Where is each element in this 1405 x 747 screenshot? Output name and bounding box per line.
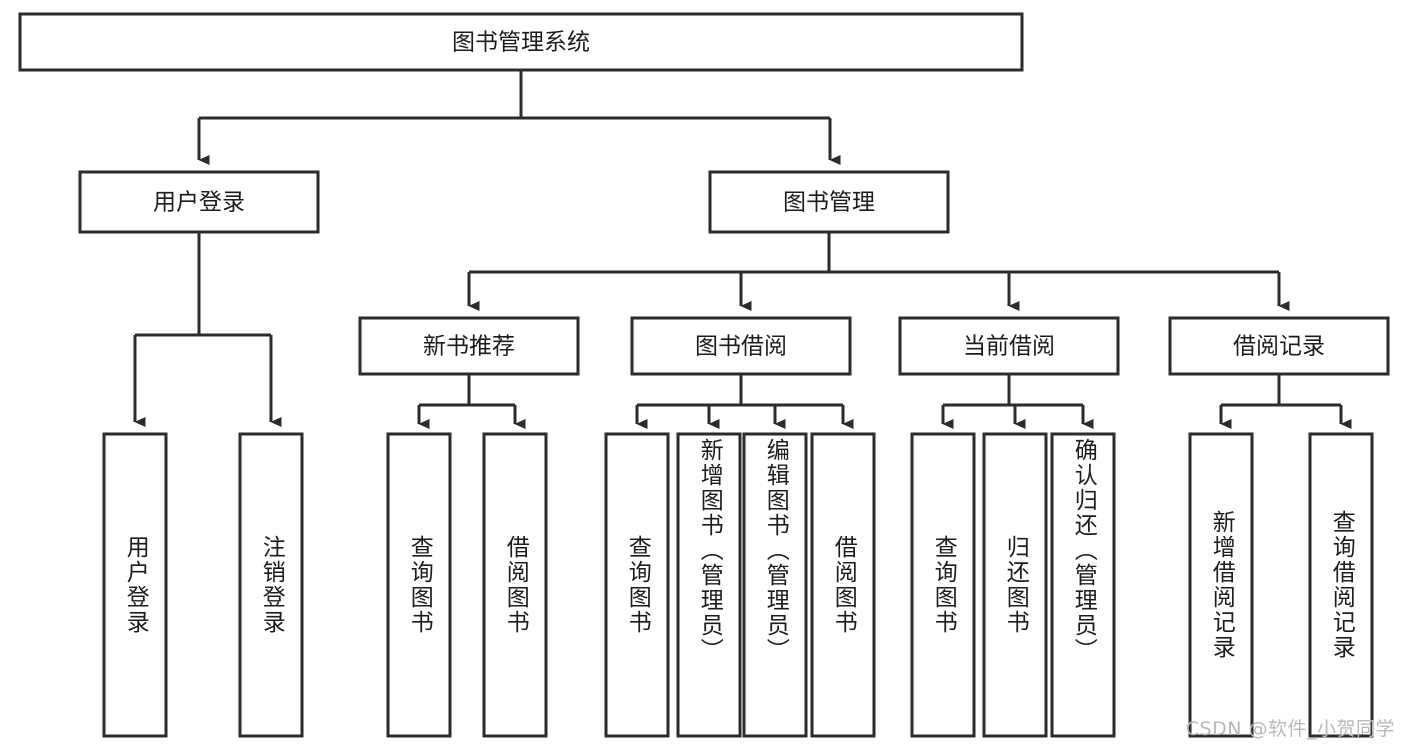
leaf-box-confirm-return-admin[interactable] [1050, 432, 1116, 738]
node-box-root[interactable] [18, 12, 1024, 72]
node-label-user-login: 用户登录 [153, 190, 245, 216]
node-box-borrow-records[interactable] [1168, 316, 1390, 376]
leaf-box-add-borrow-record[interactable] [1188, 432, 1254, 738]
node-box-current-borrow[interactable] [898, 316, 1120, 376]
leaf-box-query-book-newbook[interactable] [386, 432, 452, 738]
leaf-box-query-book-borrow[interactable] [604, 432, 670, 738]
node-box-new-book-recommend[interactable] [358, 316, 580, 376]
watermark-text: CSDN @软件_小贺同学 [1185, 718, 1395, 740]
leaf-box-query-book-current[interactable] [910, 432, 976, 738]
node-label-current-borrow: 当前借阅 [963, 334, 1055, 360]
node-label-borrow-records: 借阅记录 [1233, 334, 1325, 360]
node-box-book-borrow[interactable] [630, 316, 852, 376]
leaf-box-user-login[interactable] [102, 432, 168, 738]
leaf-box-query-borrow-record[interactable] [1308, 432, 1374, 738]
node-label-root: 图书管理系统 [452, 30, 590, 56]
leaf-box-borrow-book-newbook[interactable] [482, 432, 548, 738]
leaf-box-return-book[interactable] [982, 432, 1048, 738]
leaf-box-add-book-admin[interactable] [676, 432, 742, 738]
node-label-book-management: 图书管理 [783, 190, 875, 216]
leaf-box-edit-book-admin[interactable] [742, 432, 808, 738]
node-box-book-management[interactable] [708, 170, 950, 234]
leaf-box-logout[interactable] [238, 432, 304, 738]
node-label-book-borrow: 图书借阅 [695, 334, 787, 360]
node-label-new-book-recommend: 新书推荐 [423, 334, 515, 360]
leaf-box-borrow-book[interactable] [810, 432, 876, 738]
